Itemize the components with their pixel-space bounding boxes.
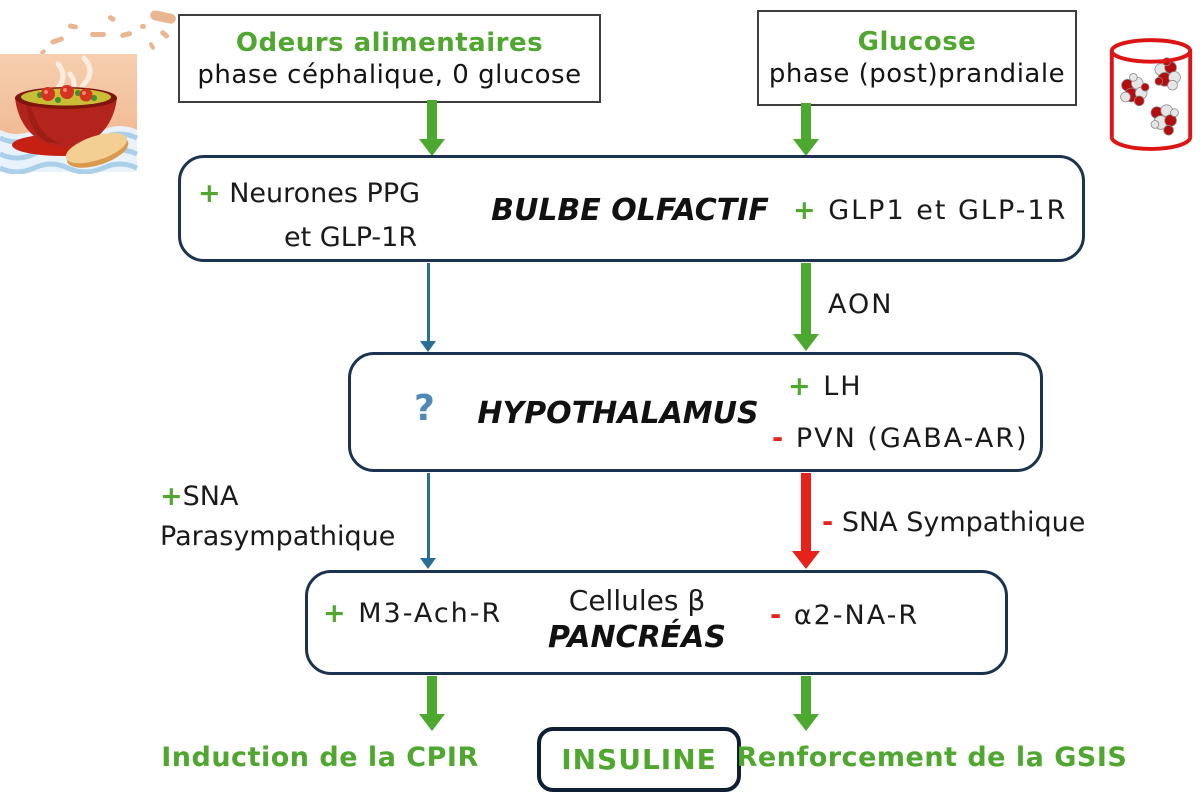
bread-slice — [65, 132, 129, 168]
glucose-cylinder-illustration — [1109, 38, 1193, 151]
arrow-hypothalamus-to-pancreas — [420, 473, 436, 569]
pvn-label: - PVN (GABA-AR) — [772, 423, 1029, 454]
arrow-bulbe-to-hypothalamus — [420, 263, 436, 352]
bulbe-left-line2: et GLP-1R — [284, 222, 418, 253]
hypothalamus-title: HYPOTHALAMUS — [477, 396, 759, 431]
odeurs-alimentaires-box: Odeurs alimentaires phase céphalique, 0 … — [178, 14, 601, 103]
bulbe-left-label: + Neurones PPG et GLP-1R — [198, 172, 420, 260]
arrow-aon — [792, 263, 820, 351]
food-bowl-illustration — [0, 10, 222, 174]
plus-sign: + — [323, 598, 348, 629]
cylinder-outline — [1109, 38, 1193, 151]
m3-ach-r-text: M3-Ach-R — [358, 598, 503, 629]
bulbe-left-line1: Neurones PPG — [229, 178, 421, 209]
insuline-label: INSULINE — [561, 743, 717, 776]
odeurs-subtitle: phase céphalique, 0 glucose — [197, 59, 582, 90]
question-mark: ? — [414, 388, 435, 429]
glucose-title: Glucose — [857, 27, 977, 57]
plus-sign: + — [788, 371, 813, 402]
bowl-stripe — [26, 102, 62, 144]
soup-garnish — [37, 85, 97, 103]
cellules-beta-label: Cellules β — [568, 584, 706, 617]
bulbe-olfactif-box — [178, 155, 1085, 262]
pancreas-box — [305, 570, 1008, 675]
arrow-glucose-to-bulbe — [792, 103, 820, 156]
bulbe-right-label: + GLP1 et GLP-1R — [793, 195, 1067, 226]
glucose-subtitle: phase (post)prandiale — [768, 59, 1066, 89]
sna-para-line2: Parasympathique — [160, 521, 396, 552]
arrow-sna-sympathique — [791, 473, 821, 569]
odeurs-title: Odeurs alimentaires — [235, 27, 544, 58]
induction-cpir-label: Induction de la CPIR — [161, 742, 479, 773]
plus-sign: + — [198, 178, 221, 209]
plus-sign: + — [160, 481, 183, 512]
sna-parasympathique-label: +SNA Parasympathique — [160, 477, 395, 557]
minus-sign: - — [772, 423, 786, 454]
sna-sympathique-label: - SNA Sympathique — [822, 507, 1085, 538]
arrow-to-cpir — [418, 676, 446, 731]
bulbe-olfactif-title: BULBE OLFACTIF — [491, 193, 769, 228]
alpha2-na-r-label: - α2-NA-R — [770, 600, 919, 631]
pvn-text: PVN (GABA-AR) — [795, 423, 1029, 454]
lh-text: LH — [823, 371, 863, 402]
minus-sign: - — [822, 507, 834, 538]
sna-para-line1: SNA — [182, 481, 239, 512]
insuline-box: INSULINE — [537, 727, 741, 792]
m3-ach-r-label: + M3-Ach-R — [323, 598, 502, 629]
glucose-box: Glucose phase (post)prandiale — [757, 10, 1077, 106]
molecule-clusters — [1120, 57, 1181, 136]
sna-symp-text: SNA Sympathique — [841, 507, 1086, 538]
aon-label: AON — [828, 289, 894, 320]
alpha2-na-r-text: α2-NA-R — [793, 600, 920, 631]
arrow-odeurs-to-bulbe — [418, 100, 446, 156]
lh-label: + LH — [788, 371, 863, 402]
arrow-to-gsis — [792, 676, 820, 731]
hypothalamus-box — [348, 352, 1043, 472]
pancreas-title: PANCRÉAS — [548, 620, 726, 655]
minus-sign: - — [770, 600, 784, 631]
bulbe-right-text: GLP1 et GLP-1R — [828, 195, 1068, 226]
plus-sign: + — [793, 195, 818, 226]
renforcement-gsis-label: Renforcement de la GSIS — [736, 742, 1128, 773]
